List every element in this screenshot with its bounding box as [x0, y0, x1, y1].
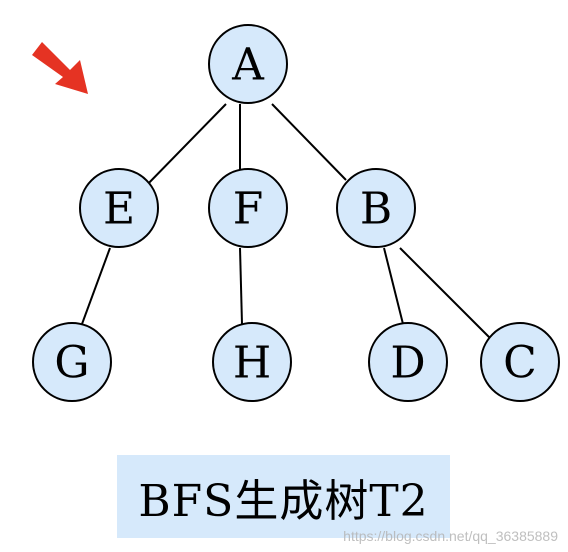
node-circle: [79, 168, 159, 248]
node-label: D: [390, 338, 425, 389]
node-circle: [208, 24, 288, 104]
node-g: G: [32, 322, 112, 402]
edge-a-e: [141, 103, 227, 191]
node-label: C: [503, 338, 537, 389]
edge-b-c: [399, 247, 491, 339]
edge-e-g: [81, 247, 111, 325]
node-h: H: [212, 322, 292, 402]
node-circle: [480, 322, 560, 402]
node-f: F: [208, 168, 288, 248]
node-label: F: [233, 184, 264, 235]
node-label: A: [231, 40, 265, 91]
node-circle: [368, 322, 448, 402]
node-circle: [32, 322, 112, 402]
node-label: G: [54, 338, 89, 389]
nodes-layer: A E F B G H D C: [32, 24, 560, 402]
edge-a-b: [271, 103, 347, 181]
node-a: A: [208, 24, 288, 104]
caption-box: BFS生成树T2: [117, 455, 450, 538]
node-label: H: [233, 338, 271, 389]
node-e: E: [79, 168, 159, 248]
node-label: B: [360, 184, 392, 235]
edge-b-d: [383, 247, 404, 325]
node-d: D: [368, 322, 448, 402]
edge-f-h: [239, 247, 243, 325]
node-c: C: [480, 322, 560, 402]
node-circle: [212, 322, 292, 402]
node-label: E: [103, 184, 135, 235]
node-circle: [336, 168, 416, 248]
caption-text: BFS生成树T2: [138, 475, 429, 527]
node-circle: [208, 168, 288, 248]
node-b: B: [336, 168, 416, 248]
red-arrow-icon: [32, 42, 88, 94]
watermark: https://blog.csdn.net/qq_36385889: [343, 528, 558, 544]
edges-layer: [81, 103, 491, 339]
